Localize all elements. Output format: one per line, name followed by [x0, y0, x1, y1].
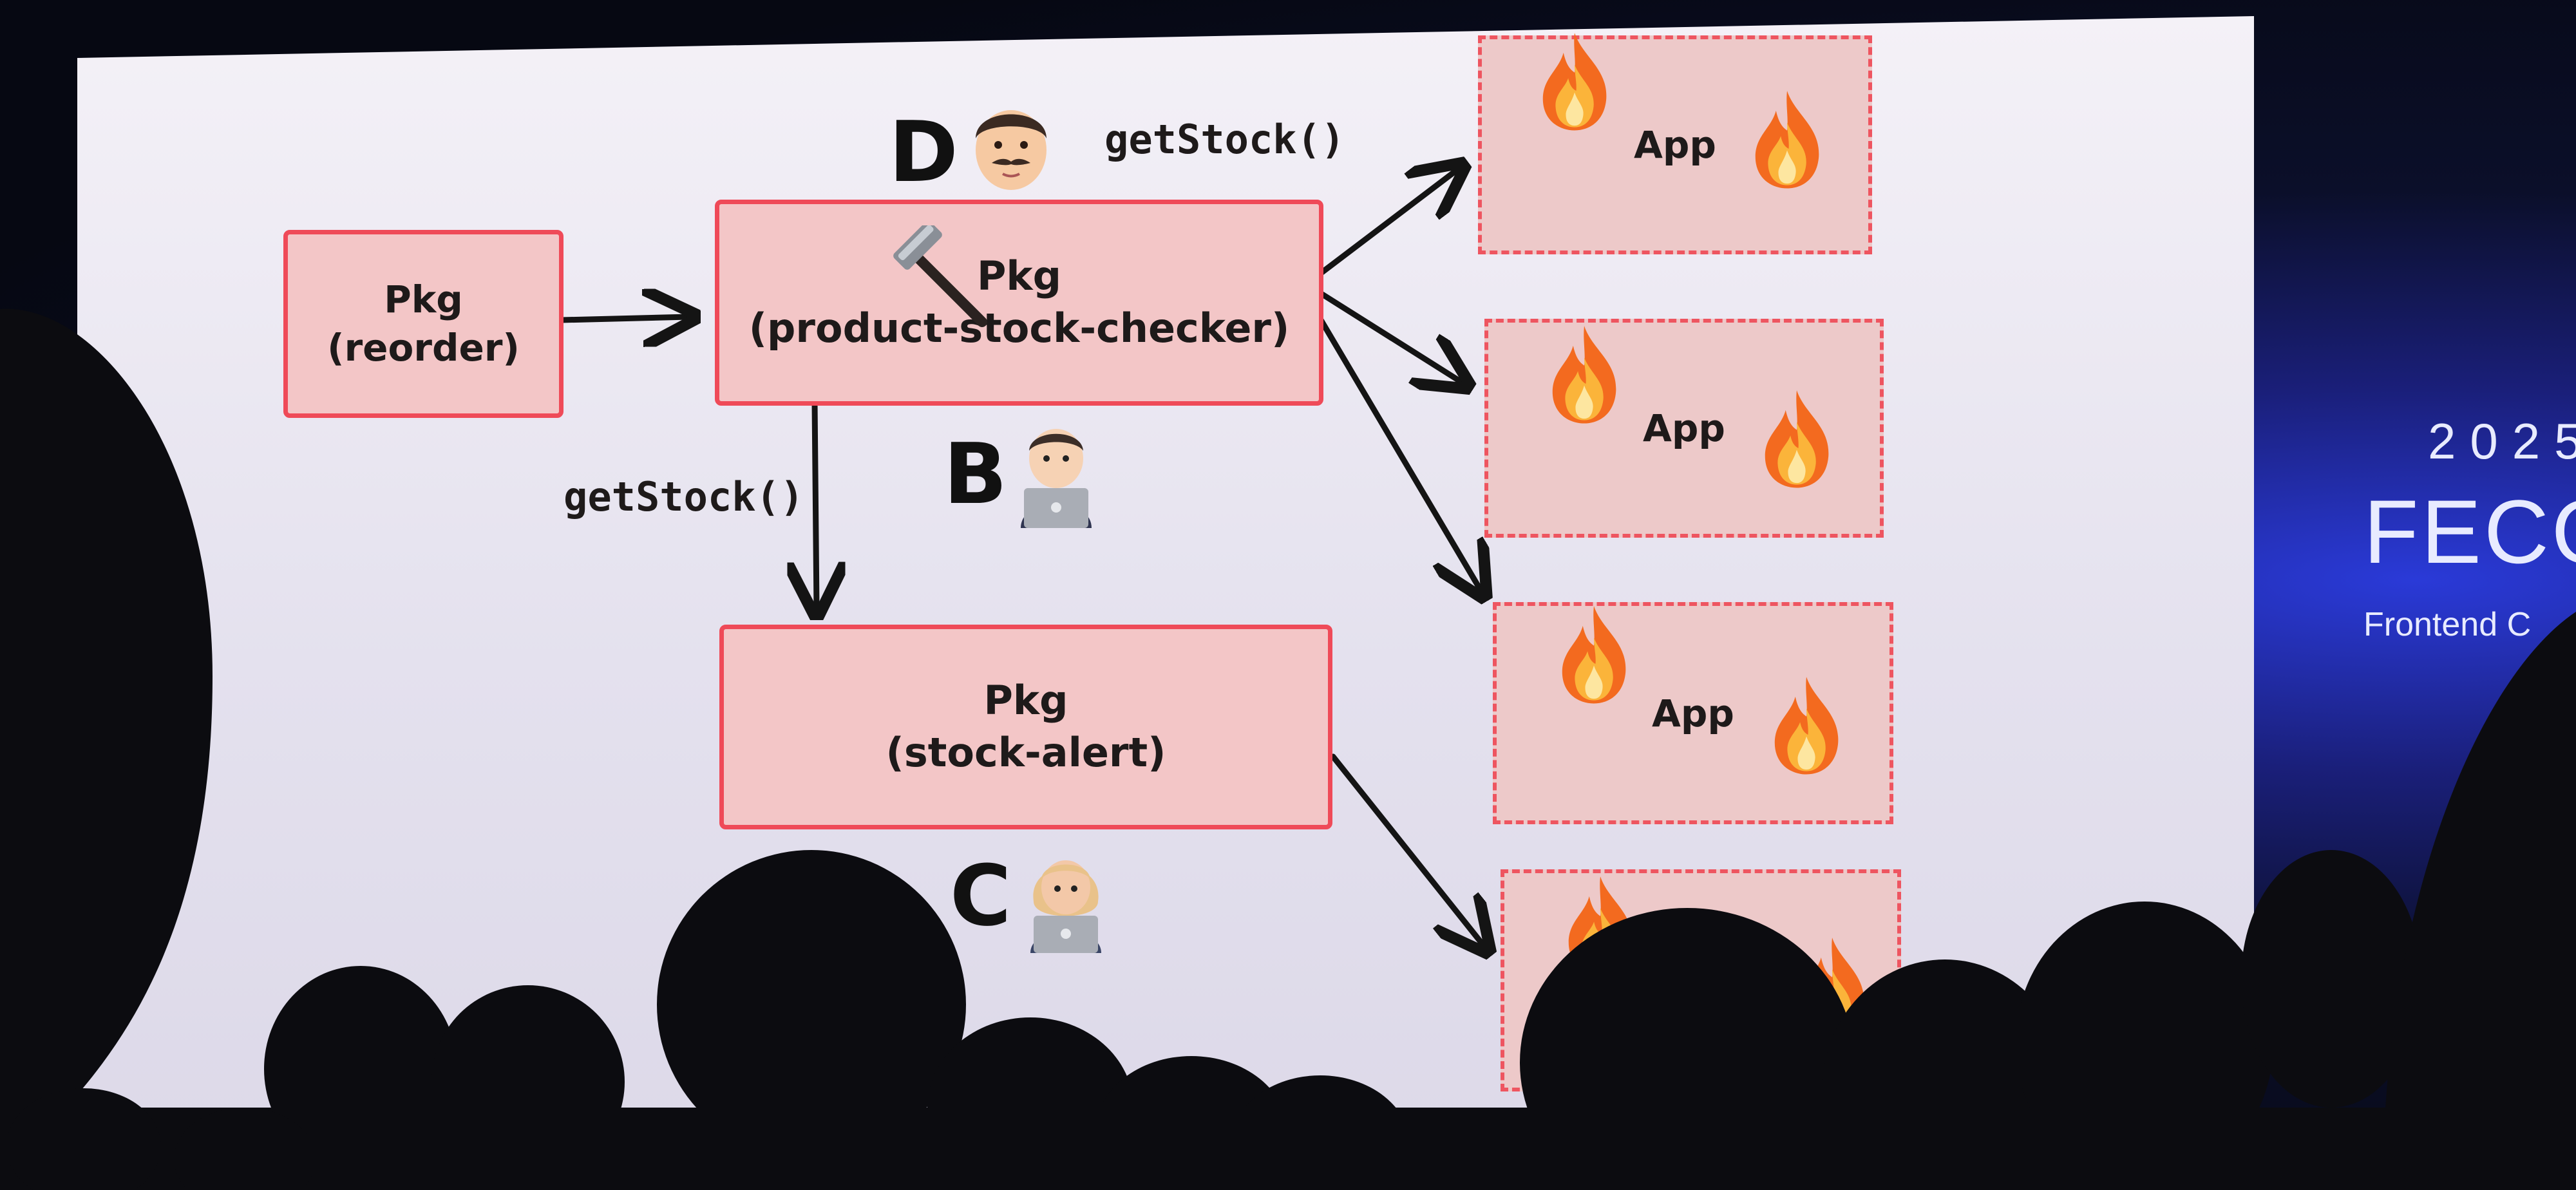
- mustache-man-avatar: [976, 110, 1046, 190]
- arrow-checker-to-app1: [1317, 169, 1459, 277]
- hammer-icon: [893, 225, 987, 327]
- person-b-letter: B: [943, 425, 1008, 523]
- app-label-3: App: [1652, 691, 1734, 735]
- arrow-checker-to-app2: [1317, 290, 1463, 383]
- fire-icon: [1765, 673, 1848, 776]
- arrow-reorder-to-checker: [558, 317, 689, 320]
- conference-name: FECO: [2363, 481, 2576, 582]
- fire-icon: [1755, 386, 1839, 489]
- person-d-letter: D: [889, 103, 958, 201]
- pkg-stock-alert-box: Pkg (stock-alert): [719, 625, 1332, 829]
- fire-icon: [1558, 873, 1642, 976]
- fire-icon: [1552, 602, 1636, 705]
- developer-woman-avatar: [1030, 860, 1101, 953]
- pkg-reorder-box: Pkg (reorder): [283, 230, 564, 418]
- pkg-product-stock-checker-label: Pkg (product-stock-checker): [748, 252, 1290, 352]
- fire-icon: [1542, 322, 1626, 425]
- fire-icon: [1533, 29, 1616, 132]
- fire-icon: [1745, 87, 1829, 190]
- person-c-letter: C: [950, 847, 1012, 945]
- pkg-reorder-label: Pkg (reorder): [327, 277, 520, 370]
- pkg-stock-alert-label: Pkg (stock-alert): [886, 677, 1166, 776]
- getstock-call-left: getStock(): [564, 473, 804, 520]
- app-label-2: App: [1643, 406, 1725, 450]
- app-box-3: App: [1493, 602, 1893, 824]
- conference-year: 2025: [2428, 413, 2576, 469]
- developer-laptop-avatar: [1021, 429, 1092, 528]
- arrow-checker-to-alert: [815, 399, 817, 609]
- getstock-call-top: getStock(): [1104, 116, 1345, 163]
- app-label-1: App: [1634, 123, 1716, 167]
- fire-icon: [1790, 934, 1874, 1037]
- arrow-alert-to-app4: [1330, 753, 1484, 947]
- pkg-product-stock-checker-box: Pkg (product-stock-checker): [715, 200, 1323, 406]
- arrow-checker-to-app3: [1317, 316, 1481, 591]
